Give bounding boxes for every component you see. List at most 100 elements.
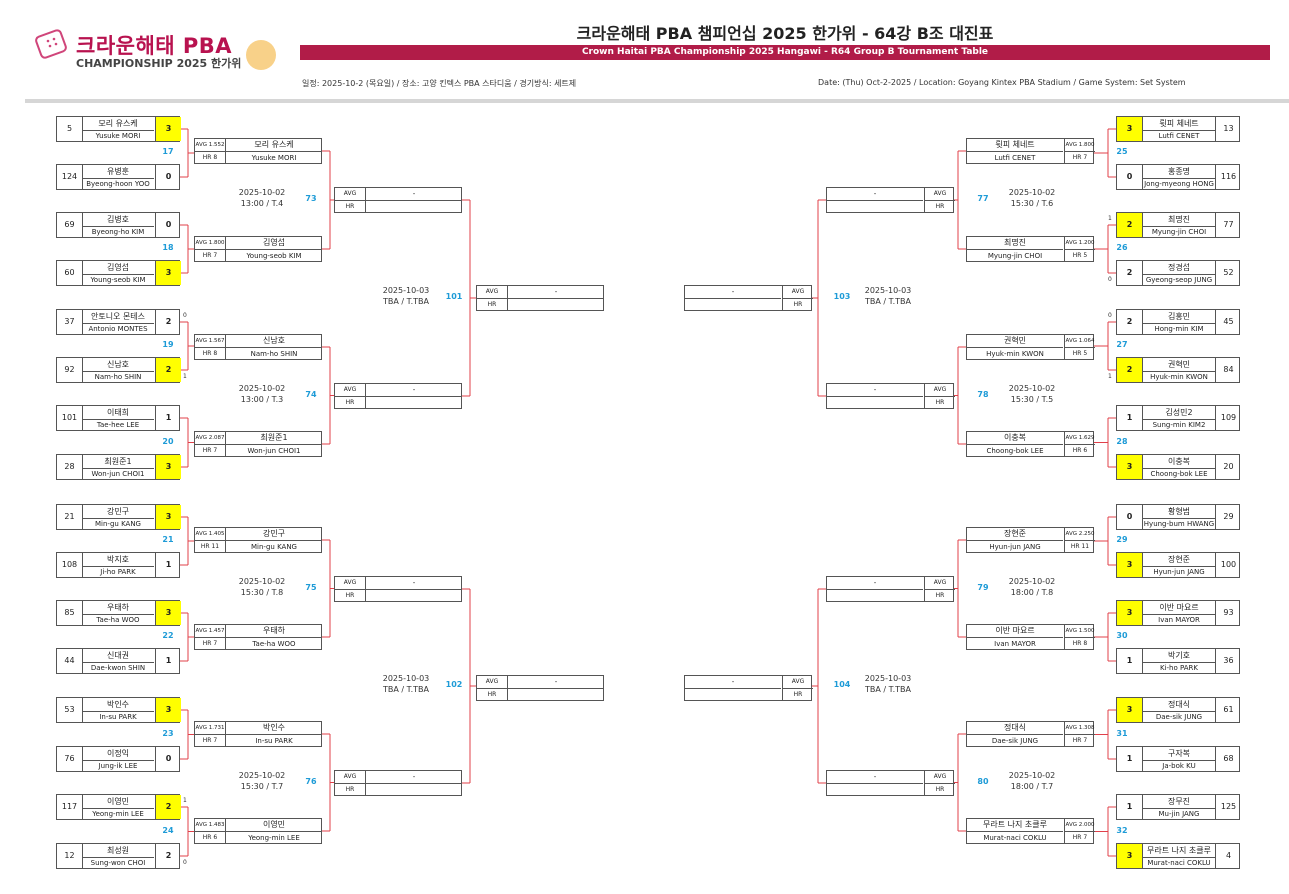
player-name-english: Hyuk-min KWON	[1143, 371, 1215, 383]
seed-number: 101	[57, 406, 83, 430]
player-high-run: HR 7	[195, 444, 226, 457]
set-score: 3	[155, 455, 181, 479]
player-name-english: Murat-naci COKLU	[1143, 857, 1215, 869]
player-name-korean: 륏피 체네트	[995, 140, 1035, 149]
player-name-english: Won-jun CHOI1	[82, 468, 154, 480]
match-date: 2025-10-02	[1008, 383, 1056, 393]
player-average: AVG 1.064	[1064, 335, 1095, 347]
player-high-run: HR	[335, 589, 366, 602]
seed-number: 76	[57, 747, 83, 771]
match-number: 20	[162, 436, 174, 446]
player-name-korean: 정경섭	[1167, 263, 1191, 272]
player-name-korean: 안토니오 몬테스	[90, 312, 146, 321]
player-name-korean: 김영섭	[262, 238, 286, 247]
player-name-korean: 정대식	[1167, 700, 1191, 709]
player-name-korean: 이정익	[106, 749, 130, 758]
set-score: 3	[155, 117, 181, 141]
match-number: 19	[162, 340, 174, 349]
match-number: 29	[1116, 535, 1128, 544]
player-name-korean: 김홍민	[1167, 312, 1191, 321]
seed-number: 20	[1215, 455, 1241, 479]
player-average: AVG 1.200	[1064, 237, 1095, 249]
player-name-korean: 신남호	[262, 336, 286, 345]
seed-number: 60	[57, 261, 83, 285]
event-info-korean: 일정: 2025-10-2 (목요일) / 장소: 고양 킨텍스 PBA 스타디…	[302, 79, 577, 88]
match-time-table: 18:00 / T.7	[1010, 781, 1054, 791]
player-name-english	[685, 298, 781, 311]
player-name-english	[827, 589, 923, 602]
player-name-korean: 박인수	[106, 700, 130, 709]
seed-number: 29	[1215, 505, 1241, 529]
match-date: 2025-10-03	[864, 286, 912, 295]
set-score: 3	[1117, 553, 1143, 577]
match-time-table: TBA / T.TBA	[865, 297, 911, 306]
